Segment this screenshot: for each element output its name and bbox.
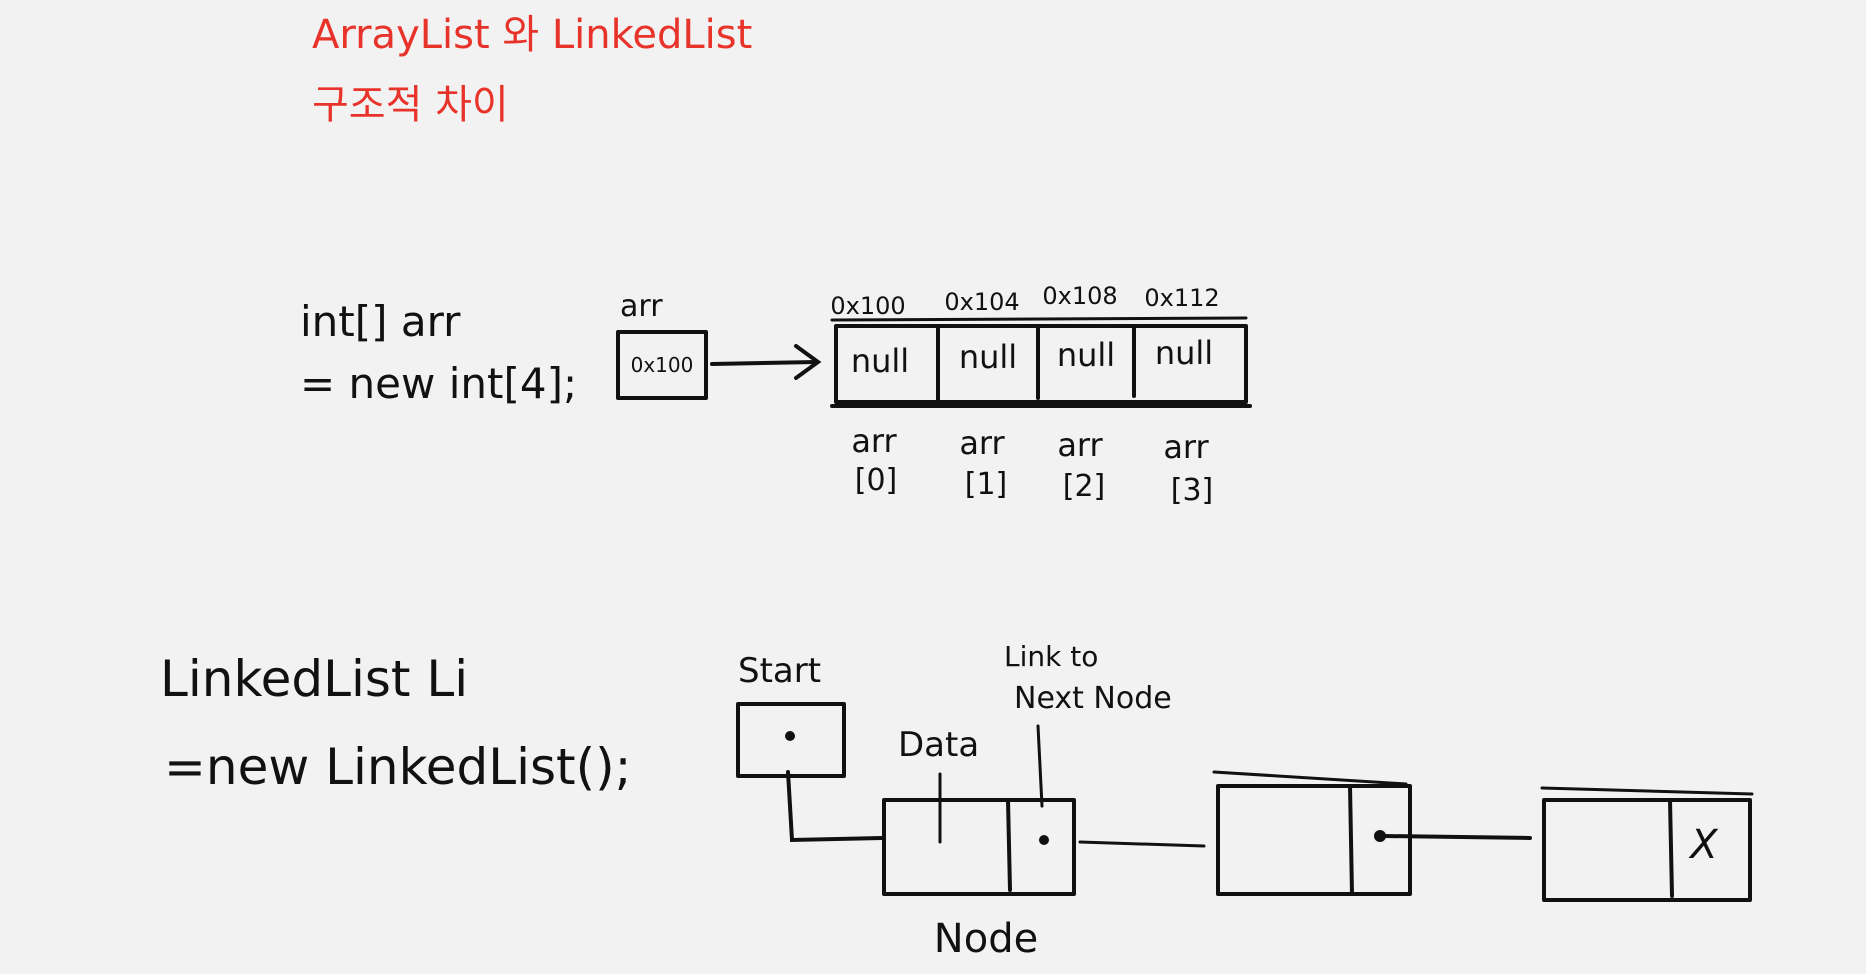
- address-0: 0x100: [830, 292, 905, 320]
- index-top-1: arr: [959, 424, 1005, 462]
- array-cell-3: null: [1155, 334, 1213, 372]
- index-bottom-0: [0]: [855, 463, 898, 498]
- node-3: [1540, 786, 1754, 902]
- node-1: [882, 798, 1076, 896]
- array-cell-0: null: [851, 342, 909, 380]
- array-top-edge: [830, 316, 1248, 322]
- array-code-line1: int[] arr: [300, 297, 461, 346]
- node-1-next-dot: [1039, 835, 1049, 845]
- index-top-0: arr: [851, 422, 897, 460]
- array-ref-box: [616, 330, 708, 400]
- address-2: 0x108: [1042, 282, 1117, 310]
- array-code-line2: = new int[4];: [300, 359, 577, 408]
- array-outline: [834, 324, 1248, 404]
- index-bottom-1: [1]: [965, 467, 1008, 502]
- index-top-3: arr: [1163, 428, 1209, 466]
- node-3-box: [1542, 798, 1752, 902]
- address-1: 0x104: [944, 288, 1019, 316]
- link-2-3: [1382, 834, 1532, 840]
- address-3: 0x112: [1144, 284, 1219, 312]
- start-box: [736, 702, 846, 778]
- node-2-box: [1216, 784, 1412, 896]
- array-pointer-arrow: [710, 360, 818, 366]
- link-pointer-tick: [1036, 724, 1044, 808]
- link-label-line1: Link to: [1004, 640, 1098, 673]
- array-block: [830, 316, 1252, 408]
- title-line2: 구조적 차이: [312, 82, 509, 128]
- array-cell-1: null: [959, 338, 1017, 376]
- node-1-divider: [1006, 798, 1012, 892]
- node-3-divider: [1668, 798, 1674, 898]
- node-2: [1212, 770, 1412, 896]
- node-2-divider: [1348, 784, 1354, 896]
- node-label: Node: [934, 916, 1038, 962]
- null-end-marker: X: [1688, 822, 1719, 868]
- title-line1: ArrayList 와 LinkedList: [312, 12, 752, 58]
- node-1-box: [882, 798, 1076, 896]
- array-cell-2: null: [1057, 336, 1115, 374]
- data-label: Data: [898, 725, 979, 765]
- node-2-top-edge: [1212, 770, 1408, 786]
- index-top-2: arr: [1057, 426, 1103, 464]
- index-bottom-3: [3]: [1171, 473, 1214, 508]
- linked-code-line2: =new LinkedList();: [164, 738, 632, 796]
- array-ref-value: 0x100: [631, 353, 694, 377]
- arrow-head-icon: [794, 344, 822, 380]
- index-bottom-2: [2]: [1063, 469, 1106, 504]
- node-2-next-dot: [1374, 830, 1386, 842]
- start-label: Start: [738, 651, 821, 691]
- array-ref-label: arr: [620, 289, 663, 324]
- start-link-line: [786, 770, 884, 843]
- start-pointer-dot: [785, 731, 795, 741]
- link-label-line2: Next Node: [1014, 681, 1172, 716]
- linked-code-line1: LinkedList Li: [160, 650, 468, 708]
- link-1-2: [1078, 840, 1206, 848]
- node-3-top-edge: [1540, 786, 1754, 796]
